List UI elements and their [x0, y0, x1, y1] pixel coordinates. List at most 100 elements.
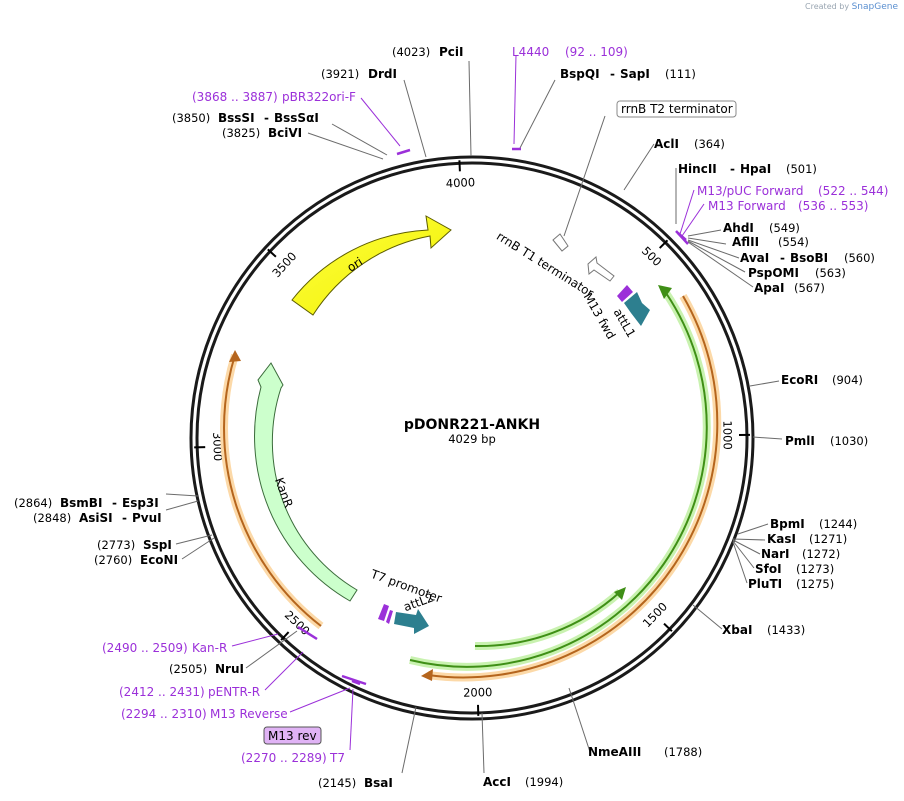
site-asisi-pos: (2848) [33, 511, 71, 525]
rrnb-t1-label: rrnB T1 terminator [494, 229, 596, 300]
backbone-outer [189, 155, 755, 721]
svg-text:-: - [780, 251, 785, 265]
site-kasi-pos: (1271) [809, 532, 847, 546]
site-xbai-name: XbaI [722, 623, 752, 637]
m13-fwd-marker [617, 285, 633, 302]
kanr-feature-arrow [254, 362, 358, 602]
svg-text:-: - [112, 496, 117, 510]
rrnb-t1-arrow [587, 256, 615, 282]
site-bsssi-pos: (3850) [172, 111, 210, 125]
ori-feature-arrow [291, 215, 452, 316]
orf-arrow-orange-right-head [421, 669, 433, 681]
orf-arrow-green-inner-head [614, 587, 626, 600]
site-econi-pos: (2760) [94, 553, 132, 567]
site-pmli-pos: (1030) [830, 434, 868, 448]
site-bpmi-name: BpmI [770, 517, 805, 531]
tick-label-4000: 4000 [446, 175, 476, 190]
t7-promoter-marker [378, 604, 389, 621]
credit-prefix: Created by [805, 2, 850, 11]
snapgene-credit: Created by SnapGene [805, 2, 898, 12]
site-bsai-pos: (2145) [318, 776, 356, 790]
site-aflii-name: AflII [732, 235, 759, 249]
plasmid-name: pDONR221-ANKH [404, 417, 540, 433]
attl1-arrow [624, 292, 650, 326]
site-bsmbi-name: BsmBI [60, 496, 102, 510]
tick-4000 [458, 160, 461, 172]
backbone-inner [195, 161, 749, 715]
site-bpmi-pos: (1244) [819, 517, 857, 531]
primer-marks [297, 147, 689, 686]
site-ecori-name: EcoRI [781, 373, 818, 387]
primer-m13puc-name: M13/pUC Forward [697, 184, 804, 198]
site-acli-name: AclI [654, 137, 679, 151]
primer-kanr-name: Kan-R [192, 641, 227, 655]
m13-rev-box [263, 726, 322, 745]
site-pluti-name: PluTI [748, 577, 782, 591]
orf-arrow-orange-left-head [229, 350, 241, 362]
site-hincii-pos: (501) [786, 162, 817, 176]
site-bspqi-pos: (111) [665, 67, 696, 81]
site-apai-name: ApaI [754, 281, 784, 295]
svg-text:-: - [730, 162, 735, 176]
primer-l4440-range: (92 .. 109) [565, 45, 628, 59]
primer-m13fwd-range: (536 .. 553) [798, 199, 868, 213]
site-ecori-pos: (904) [832, 373, 863, 387]
tick-label-2000: 2000 [463, 685, 493, 700]
site-pspomi-name: PspOMI [748, 266, 799, 280]
site-nrui-pos: (2505) [169, 662, 207, 676]
site-acli-pos: (364) [694, 137, 725, 151]
site-pcii-pos: (4023) [392, 45, 430, 59]
site-ahdi-name: AhdI [723, 221, 754, 235]
tick-2500 [280, 631, 290, 641]
site-esp3i-name: Esp3I [122, 496, 159, 510]
site-bspqi-name: BspQI [560, 67, 600, 81]
site-bsssi-name: BssSI [218, 111, 255, 125]
site-nari-name: NarI [761, 547, 790, 561]
site-drdi-name: DrdI [368, 67, 397, 81]
snapgene-logo: SnapGene [851, 2, 898, 12]
rrnb-t2-arrow [552, 233, 569, 252]
leader-lines [165, 60, 783, 774]
svg-text:-: - [610, 67, 615, 81]
site-sspi-pos: (2773) [97, 538, 135, 552]
site-nmeaiii-pos: (1788) [664, 745, 702, 759]
primer-pentr-r-name: pENTR-R [208, 685, 260, 699]
primer-t7-name: T7 [329, 751, 345, 765]
primer-m13fwd-name: M13 Forward [708, 199, 786, 213]
svg-text:-: - [264, 111, 269, 125]
site-xbai-pos: (1433) [767, 623, 805, 637]
site-avai-name: AvaI [740, 251, 769, 265]
site-apai-pos: (567) [794, 281, 825, 295]
attl2-arrow [394, 609, 429, 634]
site-acci-pos: (1994) [525, 775, 563, 789]
site-bsai-name: BsaI [364, 776, 393, 790]
site-nmeaiii-name: NmeAIII [588, 745, 641, 759]
m13-rev-label: M13 rev [268, 729, 317, 743]
orf-arrow-green-outer-head [658, 285, 672, 299]
primer-pentr-r-range: (2412 .. 2431) [119, 685, 205, 699]
site-ahdi-pos: (549) [769, 221, 800, 235]
site-econi-name: EcoNI [140, 553, 178, 567]
rrnb-t2-box [616, 100, 737, 118]
primer-kanr-range: (2490 .. 2509) [102, 641, 188, 655]
site-bsmbi-pos: (2864) [14, 496, 52, 510]
site-drdi-pos: (3921) [321, 67, 359, 81]
primer-m13rev-name: M13 Reverse [210, 707, 288, 721]
tick-500 [658, 239, 669, 249]
rrnb-t2-label: rrnB T2 terminator [621, 102, 733, 116]
site-pvui-name: PvuI [132, 511, 162, 525]
site-asisi-name: AsiSI [79, 511, 113, 525]
primer-leaders [231, 54, 705, 751]
site-pcii-name: PciI [439, 45, 464, 59]
plasmid-length: 4029 bp [448, 432, 496, 446]
site-hincii-name: HincII [678, 162, 717, 176]
site-nrui-name: NruI [215, 662, 244, 676]
primer-pbr322ori-f-range: (3868 .. 3887) [192, 90, 278, 104]
site-nari-pos: (1272) [802, 547, 840, 561]
tick-1500 [663, 622, 673, 632]
site-sfoi-pos: (1273) [796, 562, 834, 576]
primer-pbr322ori-f-name: pBR322ori-F [282, 90, 356, 104]
site-bsssai-name: BssSαI [274, 111, 319, 125]
svg-text:-: - [122, 511, 127, 525]
